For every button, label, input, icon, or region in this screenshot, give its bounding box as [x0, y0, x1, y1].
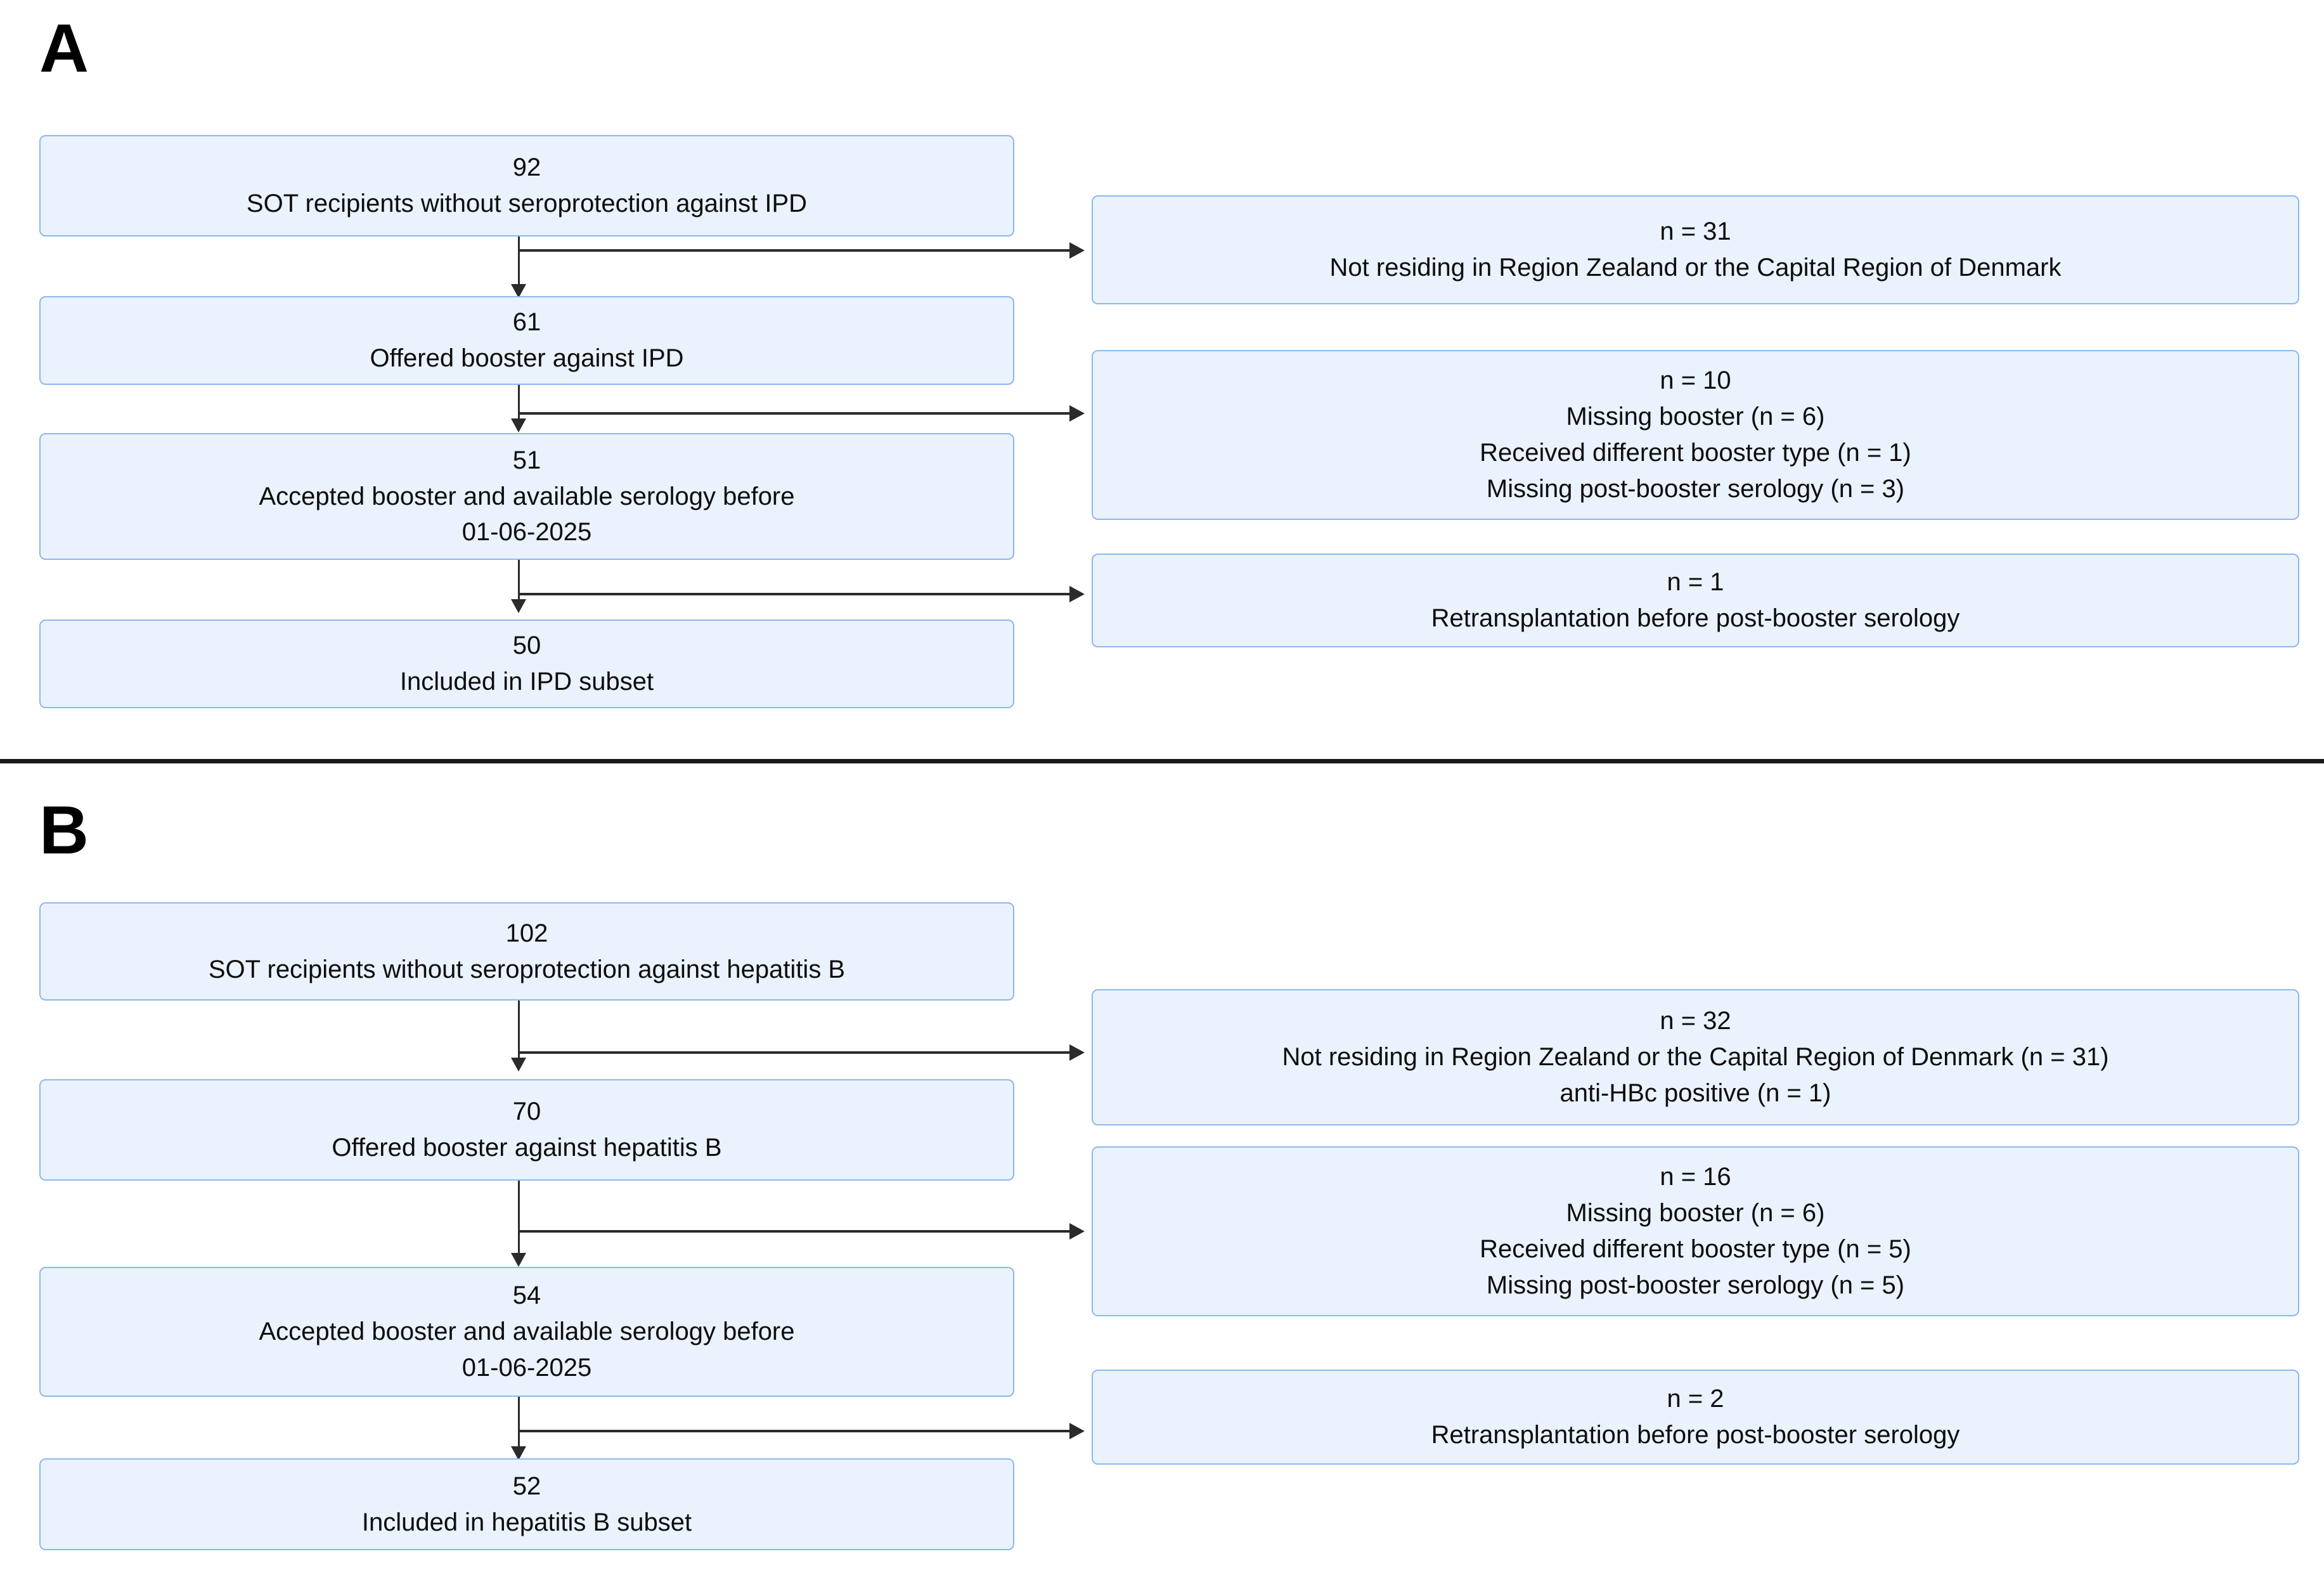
connector-a-excl3-arrowhead — [1069, 586, 1085, 602]
node-b-exclusion-1-reason-2: anti-HBc positive (n = 1) — [1559, 1079, 1831, 1107]
node-a-exclusion-1: n = 31 Not residing in Region Zealand or… — [1092, 195, 2299, 304]
node-a-exclusion-1-count: n = 31 — [1660, 217, 1731, 246]
node-a-3: 51 Accepted booster and available serolo… — [39, 433, 1014, 560]
node-a-exclusion-2-reason-2: Received different booster type (n = 1) — [1480, 439, 1911, 467]
node-b-4: 52 Included in hepatitis B subset — [39, 1458, 1014, 1550]
node-b-2-description: Offered booster against hepatitis B — [332, 1134, 722, 1162]
connector-b-2-vertical — [518, 1181, 520, 1259]
node-b-2: 70 Offered booster against hepatitis B — [39, 1079, 1014, 1181]
connector-b-excl1-arrowhead — [1069, 1044, 1085, 1061]
connector-a-2-vertical — [518, 385, 520, 424]
node-b-3: 54 Accepted booster and available serolo… — [39, 1267, 1014, 1397]
node-b-exclusion-2-reason-2: Received different booster type (n = 5) — [1480, 1235, 1911, 1263]
panel-divider — [0, 759, 2324, 763]
node-a-3-description-line2: 01-06-2025 — [462, 518, 592, 547]
node-a-1: 92 SOT recipients without seroprotection… — [39, 135, 1014, 237]
node-b-exclusion-2-reason-1: Missing booster (n = 6) — [1566, 1199, 1825, 1228]
node-a-4-count: 50 — [512, 632, 541, 660]
connector-a-2-arrowhead — [511, 418, 526, 432]
connector-b-3-vertical — [518, 1397, 520, 1453]
node-b-3-description-line2: 01-06-2025 — [462, 1353, 592, 1382]
node-a-1-description: SOT recipients without seroprotection ag… — [246, 190, 808, 217]
connector-a-excl2-horizontal — [518, 412, 1069, 415]
connector-b-excl3-arrowhead — [1069, 1423, 1085, 1439]
node-a-2: 61 Offered booster against IPD — [39, 296, 1014, 385]
node-b-1: 102 SOT recipients without seroprotectio… — [39, 902, 1014, 1001]
node-a-2-count: 61 — [512, 308, 541, 337]
node-b-exclusion-1-count: n = 32 — [1660, 1007, 1731, 1035]
node-b-4-description: Included in hepatitis B subset — [361, 1508, 692, 1536]
connector-b-1-arrowhead — [511, 1058, 526, 1072]
node-a-exclusion-3-reason-1: Retransplantation before post-booster se… — [1431, 604, 1960, 632]
node-b-exclusion-1: n = 32 Not residing in Region Zealand or… — [1092, 989, 2299, 1125]
node-b-exclusion-2-count: n = 16 — [1660, 1163, 1731, 1191]
connector-b-3-arrowhead — [511, 1446, 526, 1460]
connector-b-excl1-horizontal — [518, 1051, 1069, 1054]
node-a-exclusion-2-reason-1: Missing booster (n = 6) — [1566, 403, 1825, 431]
node-b-exclusion-1-reason-1: Not residing in Region Zealand or the Ca… — [1282, 1043, 2109, 1072]
connector-b-excl3-horizontal — [518, 1430, 1069, 1432]
node-b-exclusion-3-reason-1: Retransplantation before post-booster se… — [1431, 1421, 1960, 1449]
connector-a-3-arrowhead — [511, 599, 526, 613]
connector-a-excl1-horizontal — [518, 249, 1069, 252]
node-a-3-description: Accepted booster and available serology … — [259, 482, 795, 510]
connector-b-excl2-arrowhead — [1069, 1223, 1085, 1240]
panel-label-b: B — [39, 791, 89, 868]
node-b-4-count: 52 — [512, 1472, 541, 1500]
node-b-1-description: SOT recipients without seroprotection ag… — [208, 955, 846, 983]
node-a-exclusion-2-count: n = 10 — [1660, 366, 1731, 395]
node-a-4-description: Included in IPD subset — [399, 668, 654, 696]
connector-b-1-vertical — [518, 1001, 520, 1064]
connector-a-excl1-arrowhead — [1069, 242, 1085, 259]
panel-label-a: A — [39, 10, 89, 86]
node-a-4: 50 Included in IPD subset — [39, 619, 1014, 708]
connector-b-2-arrowhead — [511, 1253, 526, 1267]
connector-b-excl2-horizontal — [518, 1230, 1069, 1233]
connector-a-excl3-horizontal — [518, 593, 1069, 595]
connector-a-3-vertical — [518, 560, 520, 606]
node-a-3-count: 51 — [512, 446, 541, 474]
connector-a-1-vertical — [518, 237, 520, 290]
node-a-1-count: 92 — [512, 153, 541, 182]
node-b-exclusion-2: n = 16 Missing booster (n = 6) Received … — [1092, 1146, 2299, 1316]
node-a-exclusion-1-reason-1: Not residing in Region Zealand or the Ca… — [1329, 254, 2062, 282]
node-a-exclusion-2-reason-3: Missing post-booster serology (n = 3) — [1486, 474, 1905, 503]
node-b-2-count: 70 — [512, 1098, 541, 1126]
node-b-exclusion-3-count: n = 2 — [1667, 1385, 1724, 1413]
node-a-2-description: Offered booster against IPD — [370, 344, 684, 372]
node-b-exclusion-3: n = 2 Retransplantation before post-boos… — [1092, 1370, 2299, 1465]
node-b-3-count: 54 — [512, 1281, 541, 1310]
connector-a-excl2-arrowhead — [1069, 405, 1085, 422]
node-b-3-description: Accepted booster and available serology … — [259, 1318, 795, 1346]
node-b-1-count: 102 — [505, 919, 548, 947]
node-a-exclusion-3: n = 1 Retransplantation before post-boos… — [1092, 554, 2299, 647]
node-b-exclusion-2-reason-3: Missing post-booster serology (n = 5) — [1486, 1271, 1905, 1299]
node-a-exclusion-2: n = 10 Missing booster (n = 6) Received … — [1092, 350, 2299, 520]
node-a-exclusion-3-count: n = 1 — [1667, 568, 1724, 597]
connector-a-1-arrowhead — [511, 284, 526, 298]
